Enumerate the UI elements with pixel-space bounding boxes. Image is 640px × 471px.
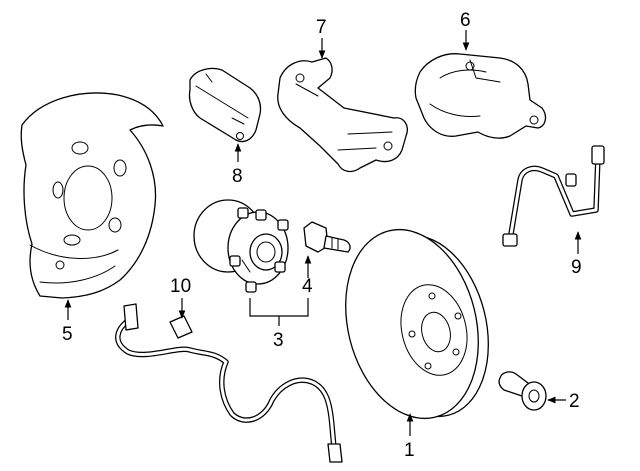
rotor-screw [498,371,547,411]
splash-shield [20,92,164,299]
callout-3: 3 [273,330,284,351]
callout-5: 5 [62,324,73,345]
callout-8: 8 [232,166,243,187]
callout-1: 1 [404,440,415,461]
callout-7: 7 [316,17,327,38]
callout-6: 6 [460,10,471,31]
hub-bolt [303,221,351,253]
brake-caliper [414,53,547,139]
callout-9: 9 [571,257,582,278]
callout-10: 10 [170,276,191,297]
wheel-speed-sensor [115,303,343,463]
caliper-bracket [277,57,408,173]
callout-2: 2 [569,391,580,412]
brake-pad [188,67,262,143]
brake-hose [502,145,605,247]
leader-lines [64,30,582,436]
callout-4: 4 [302,276,313,297]
hub-bearing [193,199,289,293]
brake-rotor [345,228,489,420]
